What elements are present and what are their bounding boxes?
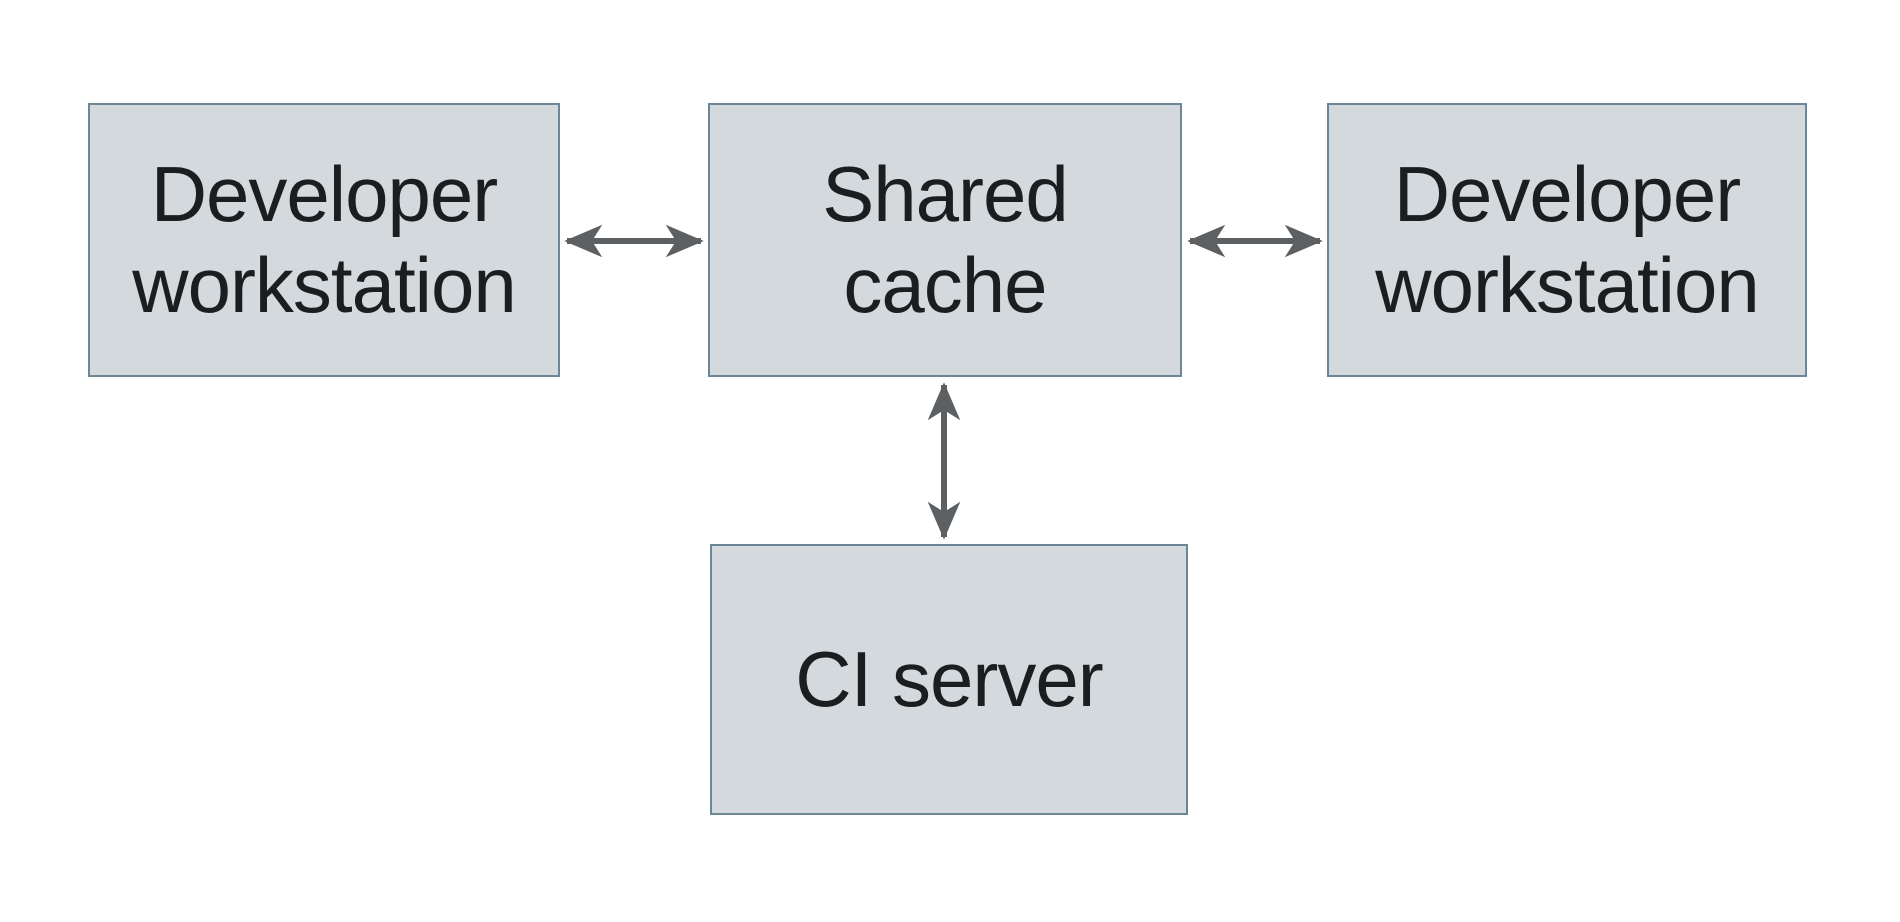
node-developer-workstation-right-label: Developer workstation [1375,149,1760,329]
node-ci-server: CI server [710,544,1188,815]
node-developer-workstation-right: Developer workstation [1327,103,1807,377]
node-developer-workstation-left: Developer workstation [88,103,560,377]
node-shared-cache-label: Shared cache [822,149,1069,329]
node-shared-cache: Shared cache [708,103,1182,377]
node-ci-server-label: CI server [795,634,1103,723]
node-developer-workstation-left-label: Developer workstation [132,149,517,329]
